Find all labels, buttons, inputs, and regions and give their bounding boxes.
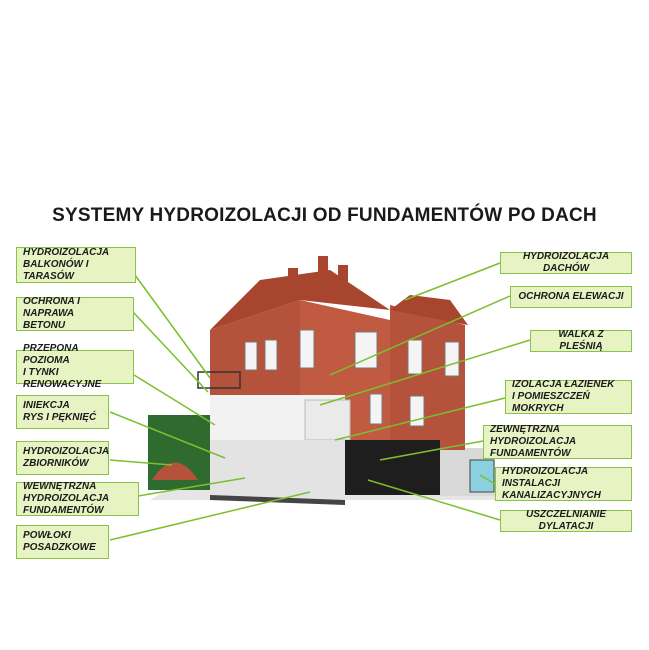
chimney-1: [288, 268, 298, 290]
label-line: USZCZELNIANIE DYLATACJI: [526, 509, 606, 532]
label-sewer-installation: HYDROIZOLACJA INSTALACJI KANALIZACYJNYCH: [495, 466, 632, 501]
label-tank-waterproofing: HYDROIZOLACJA ZBIORNIKÓW: [16, 441, 109, 475]
label-line: INIEKCJA: [23, 400, 70, 411]
label-roof-waterproofing: HYDROIZOLACJA DACHÓW: [500, 251, 632, 274]
label-line: ZEWNĘTRZNA HYDROIZOLACJA: [490, 424, 577, 447]
label-line: HYDROIZOLACJA INSTALACJI: [502, 466, 588, 489]
label-line: OCHRONA I NAPRAWA: [23, 296, 80, 319]
label-horizontal-membrane: PRZEPONA POZIOMA I TYNKI RENOWACYJNE: [16, 343, 134, 390]
label-line: WALKA Z PLEŚNIĄ: [558, 329, 604, 352]
chimney-3: [338, 265, 348, 287]
label-line: OCHRONA ELEWACJI: [518, 291, 624, 302]
foundation-membrane: [345, 440, 440, 495]
label-line: HYDROIZOLACJA: [23, 247, 110, 258]
label-line: I POMIESZCZEŃ MOKRYCH: [512, 391, 590, 414]
label-line: IZOLACJA ŁAZIENEK: [512, 379, 615, 390]
label-concrete-repair: OCHRONA I NAPRAWA BETONU: [16, 296, 134, 331]
label-line: BETONU: [23, 320, 66, 331]
label-line: POSADZKOWE: [23, 542, 96, 553]
window: [444, 341, 460, 377]
house-wall-right: [390, 305, 465, 450]
window: [354, 331, 378, 369]
label-line: KANALIZACYJNYCH: [502, 490, 601, 501]
label-line: PRZEPONA POZIOMA: [23, 343, 79, 366]
label-balcony-waterproofing: HYDROIZOLACJA BALKONÓW I TARASÓW: [16, 247, 136, 283]
label-line: BALKONÓW I TARASÓW: [23, 259, 89, 282]
roof-right: [390, 295, 468, 325]
chimney-2: [318, 256, 328, 284]
label-line: I TYNKI RENOWACYJNE: [23, 367, 102, 390]
label-mold-control: WALKA Z PLEŚNIĄ: [530, 329, 632, 352]
label-expansion-joints: USZCZELNIANIE DYLATACJI: [500, 509, 632, 532]
garden-arch: [152, 462, 198, 480]
label-facade-protection: OCHRONA ELEWACJI: [510, 286, 632, 308]
label-line: HYDROIZOLACJA: [23, 446, 110, 457]
label-floor-coatings: POWŁOKI POSADZKOWE: [16, 525, 109, 559]
label-line: ZBIORNIKÓW: [23, 458, 89, 469]
bathroom: [304, 399, 351, 441]
label-line: FUNDAMENTÓW: [23, 505, 104, 516]
label-line: HYDROIZOLACJA DACHÓW: [522, 251, 610, 274]
label-crack-injection: INIEKCJA RYS I PĘKNIĘĆ: [16, 395, 109, 429]
label-external-foundation: ZEWNĘTRZNA HYDROIZOLACJA FUNDAMENTÓW: [483, 424, 632, 459]
label-line: POWŁOKI: [23, 530, 71, 541]
diagram-title: SYSTEMY HYDROIZOLACJI OD FUNDAMENTÓW PO …: [52, 205, 597, 226]
label-line: RYS I PĘKNIĘĆ: [23, 412, 97, 423]
window: [407, 339, 423, 375]
window: [264, 339, 278, 371]
label-bathroom-insulation: IZOLACJA ŁAZIENEK I POMIESZCZEŃ MOKRYCH: [505, 379, 632, 414]
window: [244, 341, 258, 371]
label-line: WEWNĘTRZNA HYDROIZOLACJA: [23, 481, 110, 504]
balcony-rail: [197, 371, 241, 389]
leader-lines: [109, 262, 531, 541]
window: [299, 329, 315, 369]
label-internal-foundation: WEWNĘTRZNA HYDROIZOLACJA FUNDAMENTÓW: [16, 481, 139, 516]
label-line: FUNDAMENTÓW: [490, 448, 571, 459]
window: [369, 393, 383, 425]
basement-interior: [210, 440, 345, 500]
